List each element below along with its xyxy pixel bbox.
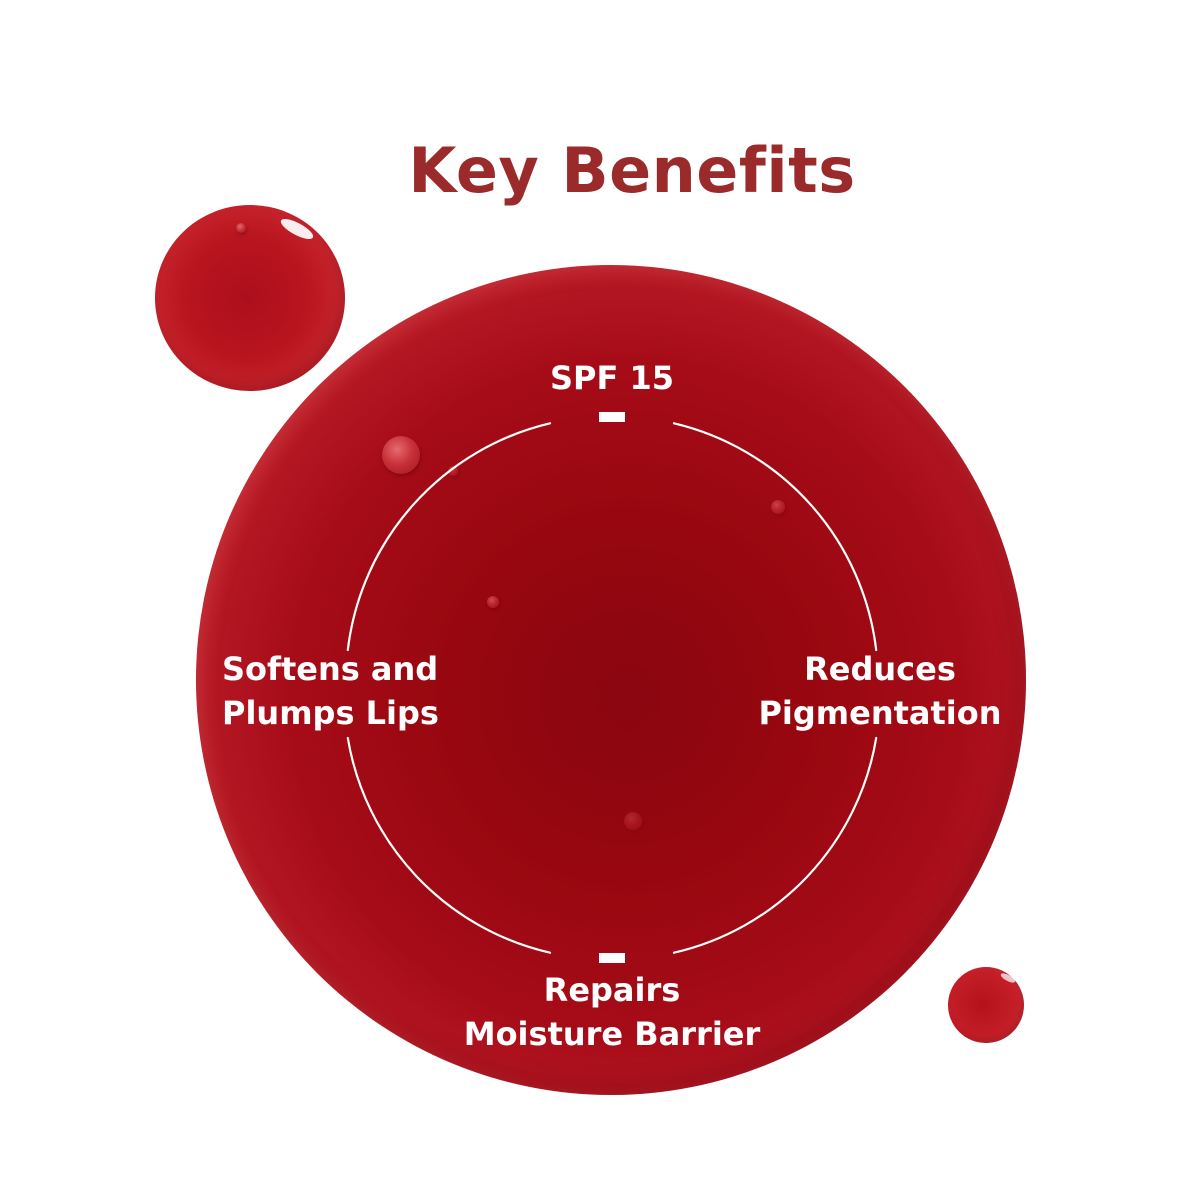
benefit-repairs-barrier: Repairs Moisture Barrier [432,968,792,1056]
benefit-line: Repairs [543,971,681,1009]
benefit-line: Moisture Barrier [463,1015,761,1053]
benefit-line: Softens and [222,650,439,688]
bubble-icon [624,812,642,830]
bottom-marker-icon [599,953,625,963]
benefit-line: Plumps Lips [222,694,439,732]
bubble-icon [771,500,785,514]
bubble-icon [448,466,458,476]
top-marker-icon [599,412,625,422]
benefit-line: Pigmentation [758,694,1002,732]
bubble-icon [382,436,420,474]
benefit-line: SPF 15 [549,359,675,397]
benefit-line: Reduces [804,650,956,688]
benefit-reduces-pigmentation: Reduces Pigmentation [750,647,1010,735]
bubble-icon [487,596,499,608]
benefit-softens-plumps: Softens and Plumps Lips [222,647,482,735]
bubble-icon [236,223,246,233]
small-droplet-top-left [155,205,345,391]
benefit-spf: SPF 15 [512,356,712,400]
page-title: Key Benefits [408,133,856,207]
